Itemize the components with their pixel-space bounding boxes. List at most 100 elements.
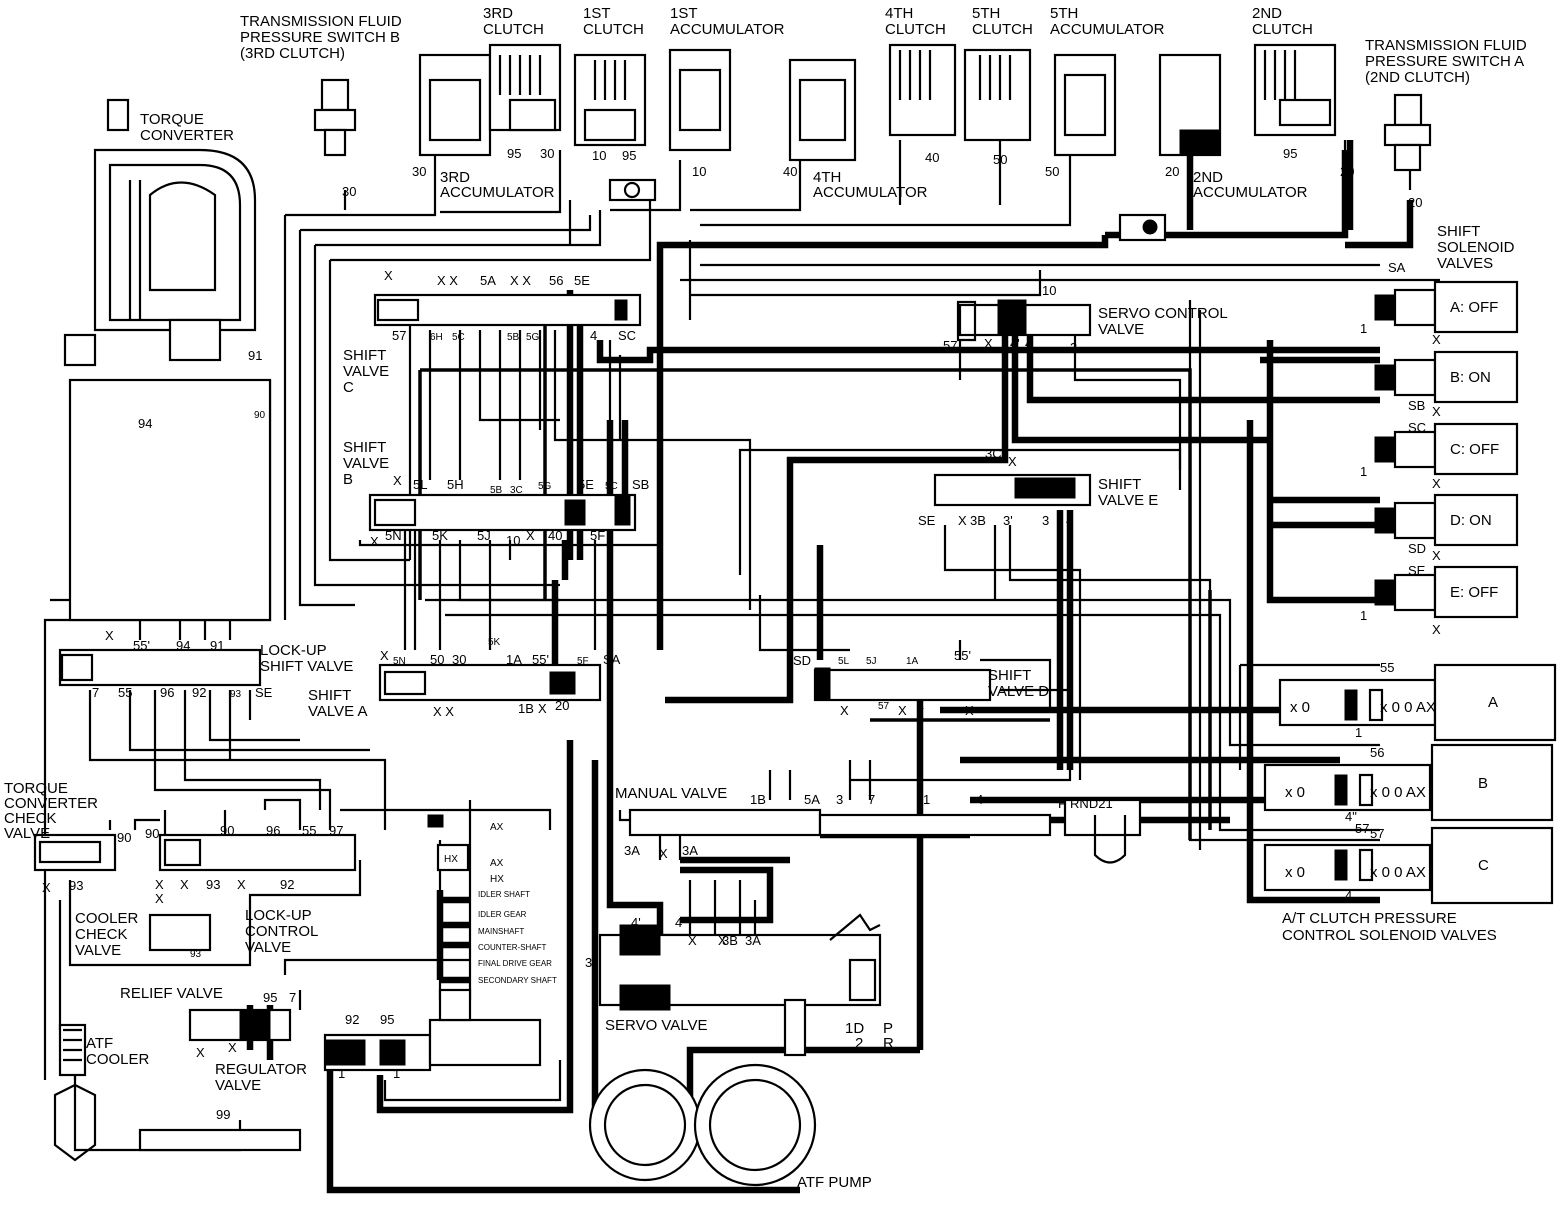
port-number: 90 bbox=[254, 410, 266, 421]
port-number: 57 bbox=[392, 328, 406, 343]
shift-valve-b-body bbox=[368, 493, 637, 532]
port-number: 95 bbox=[380, 1012, 394, 1027]
port-number: 50 bbox=[430, 652, 444, 667]
port-number: X bbox=[105, 628, 114, 643]
solenoid-d-state: D: ON bbox=[1450, 512, 1492, 529]
port-number: 3C bbox=[985, 446, 1002, 461]
port-number: 5H bbox=[447, 477, 464, 492]
port-number: X bbox=[718, 933, 727, 948]
solenoid-c-port: SC bbox=[1408, 420, 1426, 435]
port-number: X bbox=[42, 880, 51, 895]
solenoid-b-port: SB bbox=[1408, 398, 1425, 413]
pressure-solenoid-b-out: 4" bbox=[1345, 809, 1357, 824]
port-number: X bbox=[526, 528, 535, 543]
port-number: 1 bbox=[917, 697, 924, 712]
port-number: X X bbox=[510, 273, 531, 288]
port-number: 4 bbox=[1025, 336, 1032, 351]
solenoid-e-state: E: OFF bbox=[1450, 584, 1498, 601]
solenoid-c-state: C: OFF bbox=[1450, 441, 1499, 458]
port-number: 4' bbox=[1010, 336, 1020, 351]
port-number: 5N bbox=[393, 656, 406, 667]
solenoid-d-port: SD bbox=[1408, 541, 1426, 556]
port-number: X bbox=[380, 648, 389, 663]
tc-check-label-4: VALVE bbox=[4, 825, 50, 842]
regulator-valve-body bbox=[323, 988, 542, 1072]
port-number: 3B bbox=[722, 933, 738, 948]
port-number: 5L bbox=[413, 477, 427, 492]
servo-position-labels: 1D 2 P R bbox=[845, 1020, 894, 1052]
ax-label-1: AX bbox=[490, 822, 504, 833]
port-number: 10 bbox=[692, 164, 706, 179]
tc-check-label-3: CHECK bbox=[4, 810, 57, 827]
accum-2nd-label-2: ACCUMULATOR bbox=[1193, 184, 1308, 201]
port-number: 57 bbox=[943, 338, 957, 353]
lockup-shift-valve-body bbox=[58, 648, 262, 687]
solenoid-e-symbol bbox=[1374, 565, 1519, 619]
port-number: 5G bbox=[538, 481, 552, 492]
port-number: 57 bbox=[1355, 821, 1369, 836]
servo-valve-body bbox=[598, 913, 882, 1057]
cooler-check-label-1: COOLER bbox=[75, 910, 139, 927]
pressure-solenoid-symbols bbox=[1263, 663, 1557, 905]
solenoid-e-port: SE bbox=[1408, 563, 1426, 578]
tc-check-valve-body bbox=[33, 833, 117, 872]
port-number: 40 bbox=[925, 150, 939, 165]
accum-1st-label-2: ACCUMULATOR bbox=[670, 21, 785, 38]
hx-label-1: HX bbox=[444, 854, 458, 865]
shift-valve-c-label-1: SHIFT bbox=[343, 347, 386, 364]
port-number: 1B bbox=[750, 792, 766, 807]
pressure-solenoid-b-port: 56 bbox=[1370, 745, 1384, 760]
port-number: SC bbox=[618, 328, 636, 343]
port-number: 4' bbox=[631, 915, 641, 930]
solenoid-a-state: A: OFF bbox=[1450, 299, 1498, 316]
servo-pos-p: P bbox=[883, 1020, 893, 1037]
servo-pos-2: 2 bbox=[855, 1035, 863, 1052]
port-number: X X bbox=[433, 704, 454, 719]
port-number: 3A bbox=[624, 843, 640, 858]
lockup-control-label-1: LOCK-UP bbox=[245, 907, 312, 924]
port-number: X bbox=[1432, 332, 1441, 347]
shift-solenoid-symbols bbox=[1374, 280, 1519, 619]
port-number: 96 bbox=[160, 685, 174, 700]
shift-valve-a-body bbox=[378, 663, 602, 702]
port-number: 50 bbox=[1045, 164, 1059, 179]
atf-cooler-symbol bbox=[53, 1023, 97, 1162]
solenoid-state-labels: A: OFF B: ON C: OFF D: ON E: OFF SA SB S… bbox=[1285, 260, 1499, 903]
port-number: 55 bbox=[118, 685, 132, 700]
clutch-4th-label-2: CLUTCH bbox=[885, 21, 946, 38]
port-number: 3' bbox=[585, 955, 595, 970]
port-number: 10 bbox=[1042, 283, 1056, 298]
solenoid-b-symbol bbox=[1374, 350, 1519, 404]
shift-valve-a-label-2: VALVE A bbox=[308, 703, 367, 720]
port-number: 93 bbox=[206, 877, 220, 892]
lockup-control-valve-body bbox=[148, 833, 357, 952]
port-number: 20 bbox=[555, 698, 569, 713]
port-number: 95 bbox=[622, 148, 636, 163]
port-number: 3A bbox=[745, 933, 761, 948]
port-number: 5B bbox=[490, 485, 503, 496]
atf-pump-label: ATF PUMP bbox=[797, 1174, 872, 1191]
port-number: 4" bbox=[675, 915, 687, 930]
pressure-c-x-o: x 0 bbox=[1285, 864, 1305, 881]
port-number: 1 bbox=[1360, 608, 1367, 623]
port-number: 94 bbox=[138, 416, 152, 431]
port-number: 1 bbox=[338, 1066, 345, 1081]
clutch-2nd-assembly bbox=[1158, 43, 1337, 157]
port-number: 55' bbox=[532, 652, 549, 667]
port-number: X bbox=[393, 473, 402, 488]
shift-valve-e-label-2: VALVE E bbox=[1098, 492, 1158, 509]
port-number: 40 bbox=[548, 528, 562, 543]
port-number: X bbox=[237, 877, 246, 892]
shaft-label-countershaft: COUNTER-SHAFT bbox=[478, 943, 547, 952]
port-number: X bbox=[155, 891, 164, 906]
shift-valve-c-body bbox=[373, 293, 642, 327]
ax-label-2: AX bbox=[490, 858, 504, 869]
shaft-label-secondary: SECONDARY SHAFT bbox=[478, 976, 557, 985]
port-number: SD bbox=[793, 653, 811, 668]
port-number: X bbox=[384, 268, 393, 283]
pressure-solenoid-a-out: 1 bbox=[1355, 725, 1362, 740]
relief-valve-body bbox=[188, 1008, 292, 1042]
port-number: 92 bbox=[192, 685, 206, 700]
clutch-solenoids-label-2: CONTROL SOLENOID VALVES bbox=[1282, 927, 1497, 944]
clutch-3rd-label-2: CLUTCH bbox=[483, 21, 544, 38]
